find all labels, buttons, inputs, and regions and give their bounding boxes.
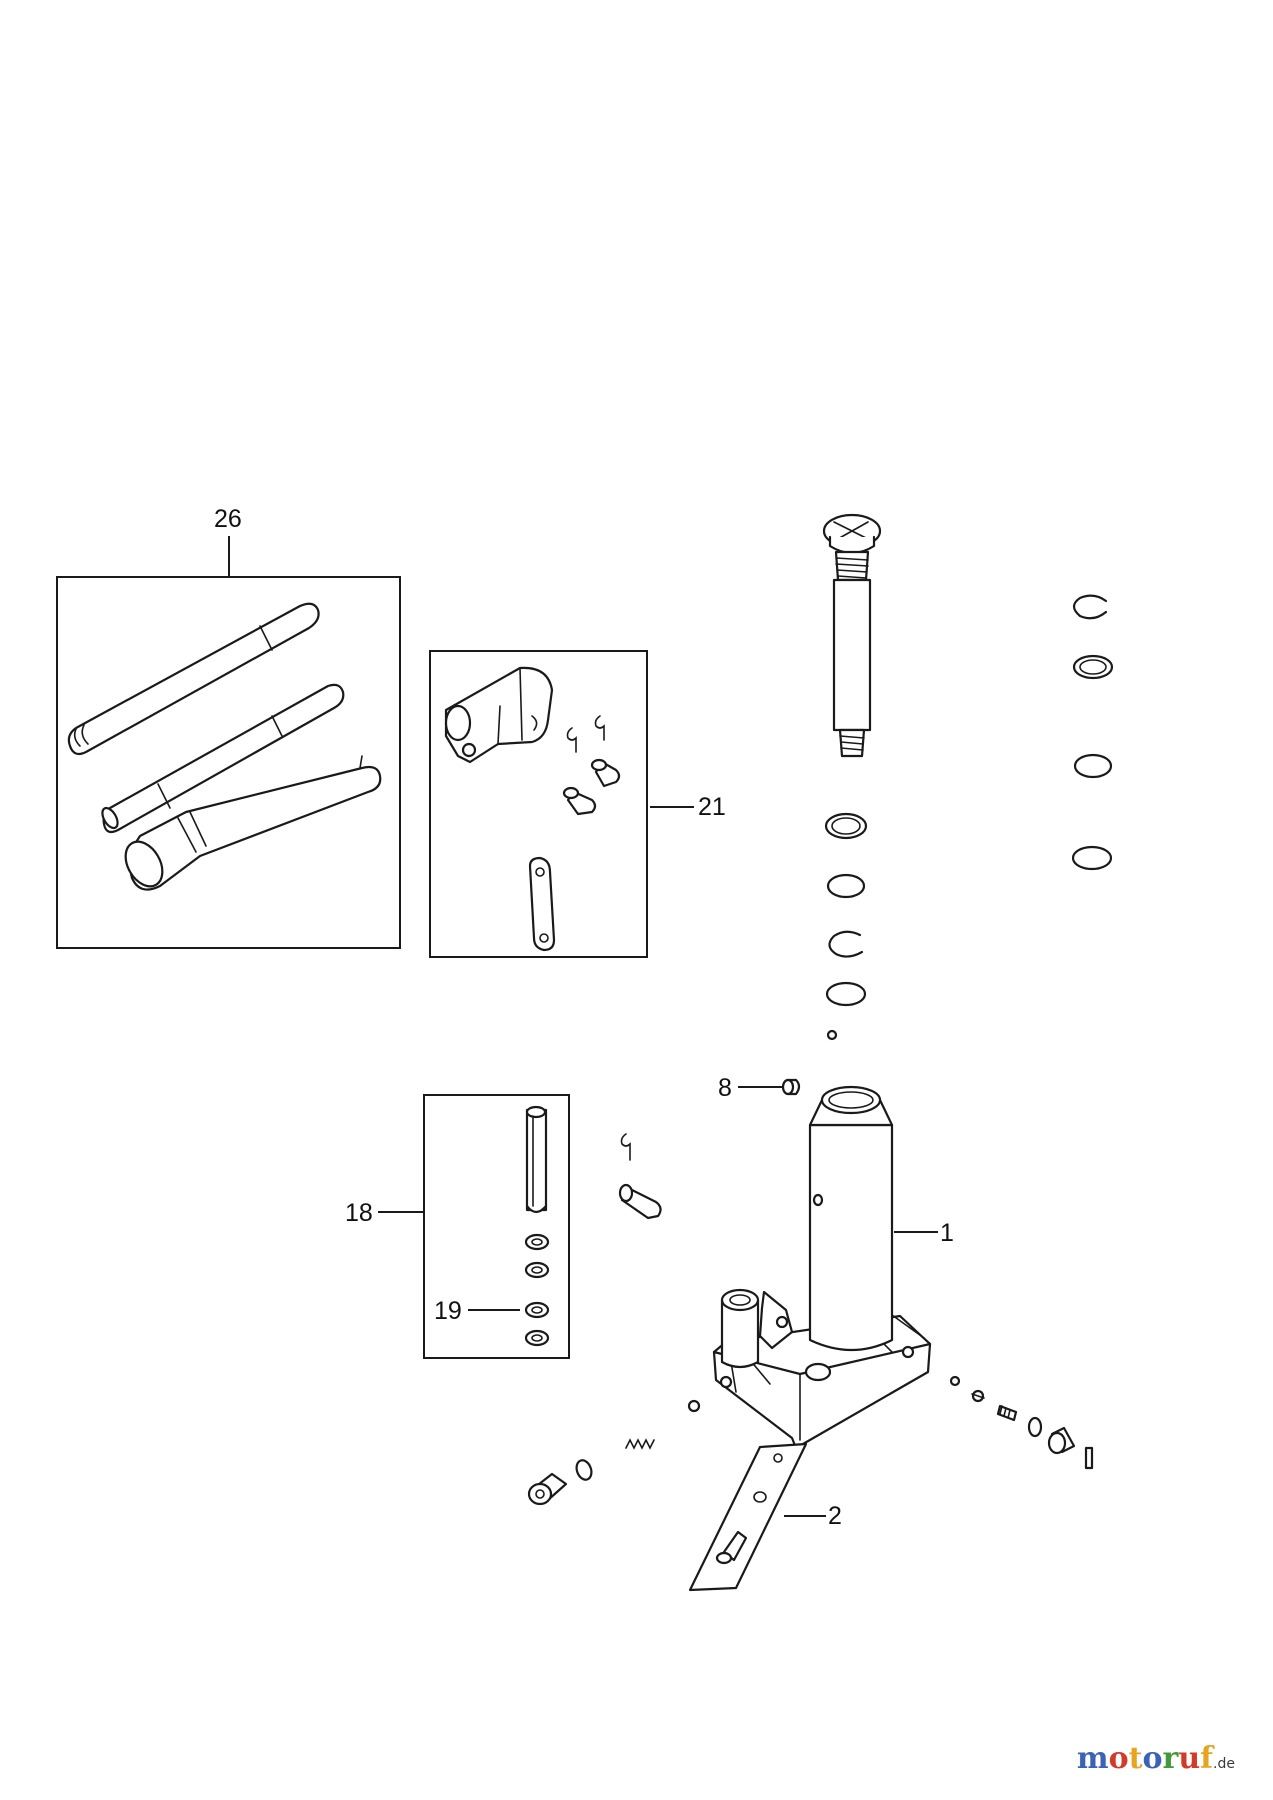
small-ball-2: [687, 1399, 701, 1413]
watermark-letter: m: [1076, 1741, 1109, 1776]
seal-ring-3: [825, 981, 867, 1007]
handle-tube-2: [101, 683, 345, 834]
pump-plunger: [525, 1105, 548, 1214]
pump-washer-2: [524, 1261, 550, 1279]
o-ring-right: [1027, 1416, 1043, 1438]
snap-ring-1: [828, 930, 864, 958]
o-ring-left: [575, 1459, 593, 1481]
watermark-letter: o: [1108, 1741, 1129, 1776]
valve-spring-left: [625, 1438, 655, 1450]
watermark-logo: motoruf.de: [1077, 1741, 1235, 1776]
seal-ring-6: [1071, 845, 1113, 871]
watermark-suffix: .de: [1213, 1756, 1235, 1772]
cotter-pin-1: [566, 727, 577, 753]
loose-clevis-pin: [618, 1183, 662, 1220]
seal-ring-5: [1073, 753, 1113, 779]
pump-washer-1: [524, 1233, 550, 1251]
callout-1: 1: [940, 1219, 954, 1247]
snap-ring-2: [1072, 594, 1108, 620]
handle-tube-3: [124, 755, 382, 891]
ram-screw: [822, 513, 882, 758]
small-ball-1: [826, 1029, 838, 1041]
bracket-kit-box: [429, 650, 648, 958]
label-plate: 2: [688, 1442, 842, 1592]
pump-kit-group: 18 19: [345, 1094, 570, 1359]
watermark-letter: t: [1128, 1741, 1143, 1776]
clevis-pin-2: [562, 786, 597, 816]
small-ball-3: [949, 1375, 961, 1387]
loose-cotter-pin: [620, 1133, 631, 1161]
cotter-pin-2: [594, 715, 605, 741]
watermark-letter: u: [1178, 1741, 1201, 1776]
valve-seat-right: [971, 1389, 985, 1403]
watermark-letter: r: [1162, 1741, 1179, 1776]
handle-tube-1: [67, 602, 320, 756]
callout-21: 21: [698, 793, 726, 821]
set-pin: [1084, 1446, 1094, 1470]
jack-body: 1: [712, 1085, 954, 1450]
callout-8: 8: [718, 1074, 732, 1102]
callout-18: 18: [345, 1199, 373, 1227]
callout-2: 2: [828, 1502, 842, 1530]
pump-kit-box: [423, 1094, 570, 1359]
saddle-bracket: [444, 666, 554, 764]
relief-valve-screw: [1047, 1426, 1076, 1455]
pump-washer-3: [524, 1301, 550, 1319]
watermark-letter: o: [1142, 1741, 1163, 1776]
bracket-kit-group: 21: [429, 650, 726, 958]
filler-plug: 8: [718, 1074, 801, 1102]
clevis-pin-1: [590, 758, 621, 788]
pump-washer-4: [524, 1329, 550, 1347]
link-plate: [528, 856, 556, 952]
handle-kit-group: 26: [56, 505, 401, 949]
callout-26: 26: [214, 505, 242, 533]
watermark-letter: f: [1200, 1741, 1214, 1776]
seal-ring-2: [826, 873, 866, 899]
release-valve-screw: [527, 1472, 568, 1506]
callout-19: 19: [434, 1297, 462, 1325]
